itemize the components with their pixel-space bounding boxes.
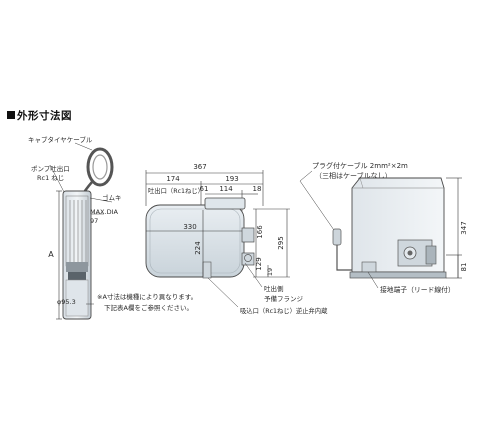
submersible-pump: A キャブタイヤケーブル ポンプ吐出口 Rc1 ねじ ゴムキ MAX.DIA 9…: [28, 135, 122, 320]
heading-square-icon: [7, 111, 15, 119]
heading-text: 外形寸法図: [17, 110, 72, 122]
label-plug-cable: プラグ付ケーブル 2mm²×2m: [312, 161, 408, 170]
label-discharge-side: 吐出側: [264, 284, 284, 293]
dim-19: 19: [266, 268, 274, 276]
label-phi: φ95.3: [57, 298, 76, 306]
dim-18: 18: [253, 185, 262, 193]
dim-129: 129: [255, 257, 263, 270]
section-heading: 外形寸法図: [7, 108, 72, 123]
dim-330: 330: [183, 223, 196, 231]
label-ground: 接地端子（リード線付）: [380, 285, 455, 294]
dim-347: 347: [460, 221, 468, 234]
dim-114: 114: [219, 185, 233, 193]
note-line-2: 下記表A欄をご参照ください。: [104, 303, 193, 312]
label-suction: 吸込口（Rc1ねじ）逆止弁内蔵: [240, 306, 328, 315]
dim-295: 295: [277, 236, 285, 249]
dim-193: 193: [225, 175, 238, 183]
tank-body: [145, 204, 245, 278]
label-rubber-cap: ゴムキ: [102, 193, 122, 202]
label-outlet-thread: Rc1 ねじ: [37, 174, 64, 182]
dim-224: 224: [194, 241, 202, 255]
dim-61: 61: [200, 185, 209, 193]
dim-174: 174: [166, 175, 180, 183]
label-max-dia: MAX.DIA: [90, 208, 118, 216]
tank-unit: 367 174 193 吐出口（Rc1ねじ） 61 114 18 330 224…: [145, 163, 328, 315]
dim-81: 81: [460, 263, 468, 272]
label-max-dia-value: 97: [90, 217, 98, 225]
note-line-1: ※A寸法は機種により異なります。: [97, 292, 197, 301]
dim-367: 367: [193, 163, 206, 171]
label-outlet-rc1: 吐出口（Rc1ねじ）: [148, 186, 204, 195]
control-box: プラグ付ケーブル 2mm²×2m （三相はケーブルなし） 347 81 接地端子…: [299, 161, 468, 294]
dim-166: 166: [256, 225, 264, 239]
label-outlet: ポンプ吐出口: [31, 164, 70, 173]
label-cable: キャブタイヤケーブル: [28, 135, 93, 144]
label-three-phase: （三相はケーブルなし）: [315, 171, 392, 180]
dim-a: A: [48, 250, 54, 259]
cable-coil: [86, 147, 114, 187]
label-flange: 予備フランジ: [264, 294, 304, 303]
